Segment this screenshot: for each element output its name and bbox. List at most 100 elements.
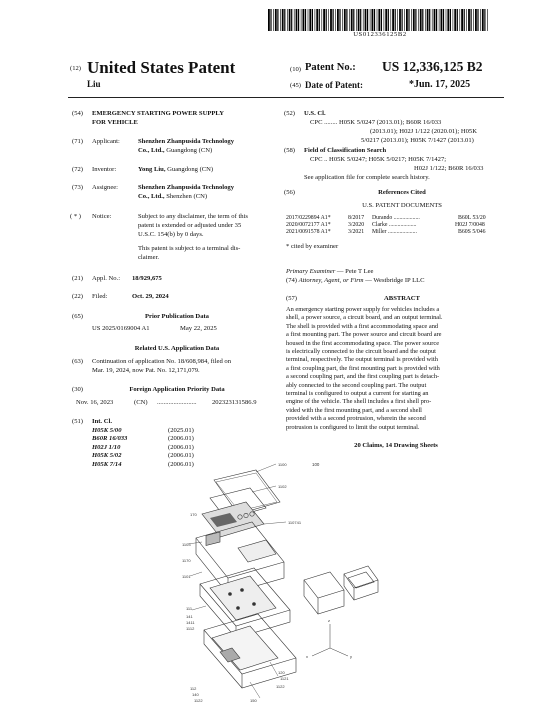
barcode-bar <box>321 9 323 31</box>
barcode-bar <box>406 9 408 31</box>
related-heading: Related U.S. Application Data <box>134 345 220 352</box>
barcode-bar <box>367 9 369 31</box>
ref-name: Durando .................. <box>372 215 420 221</box>
examiner-row: Primary Examiner — Pete T Lee <box>286 268 373 276</box>
barcode-bar <box>357 9 360 31</box>
fig-label: 120 <box>278 670 285 675</box>
abstract-body: An emergency starting power supply for v… <box>286 306 506 432</box>
inventor-code: (72) <box>72 166 83 173</box>
barcode-bar <box>332 9 334 31</box>
patent-no-code: (10) <box>290 66 301 73</box>
intcl-item-date: (2006.01) <box>168 452 194 460</box>
fig-label: 1112 <box>186 626 195 631</box>
attorney-row: (74) Attorney, Agent, or Firm — Westbrid… <box>286 277 425 285</box>
fig-label: 1102 <box>278 484 287 489</box>
applicant-name-2-row: Co., Ltd., Guangdong (CN) <box>138 147 212 155</box>
abstract-line: An emergency starting power supply for v… <box>286 306 440 313</box>
intcl-item-code: H05K 5/00 <box>92 427 122 434</box>
intcl-item-code: H02J 1/10 <box>92 443 121 451</box>
intcl-item-date: (2006.01) <box>168 443 194 451</box>
barcode-bar <box>349 9 350 31</box>
field-line-1: CPC .. H05K 5/0247; H05K 5/0217; H05K 7/… <box>310 156 447 163</box>
terminal-cap <box>343 565 379 601</box>
abstract-line: The shell is provided with a first accom… <box>286 322 439 330</box>
barcode-bar <box>447 9 450 31</box>
abstract-line: is electrically connected to the circuit… <box>286 348 436 356</box>
inventor-label: Inventor: <box>92 166 117 173</box>
abstract-line: vided with the first mounting part, and … <box>286 406 422 414</box>
barcode-bar <box>408 9 410 31</box>
barcode-bar <box>445 9 447 31</box>
main-housing <box>195 521 285 595</box>
barcode-bar <box>452 9 454 31</box>
barcode-bar <box>376 9 378 31</box>
barcode-bar <box>293 9 295 31</box>
barcode-bar <box>475 9 477 31</box>
intcl-item-code: H05K 7/14 <box>92 460 122 468</box>
barcode-bar <box>459 9 461 31</box>
filed-date: Oct. 29, 2024 <box>132 293 169 300</box>
abstract-line: housed in the first accommodating space.… <box>286 339 440 347</box>
ref-class: H02J 7/0048 <box>455 222 485 229</box>
notice-line-2: patent is extended or adjusted under 35 <box>138 222 242 229</box>
barcode-bar <box>316 9 319 31</box>
ref-date: 8/2017 <box>348 215 365 221</box>
terminal-disclaimer-2: claimer. <box>138 254 160 261</box>
fig-label: 1101 <box>182 574 191 579</box>
barcode-bar <box>461 9 463 31</box>
coordinate-axes <box>311 624 349 657</box>
assignee-location: Shenzhen (CN) <box>164 193 208 200</box>
barcode-bar <box>323 9 325 31</box>
notice-line-3: U.S.C. 154(b) by 0 days. <box>138 231 204 238</box>
barcode-bar <box>287 9 288 31</box>
fig-label: 140 <box>192 692 199 697</box>
continuation-line-1: Continuation of application No. 18/608,9… <box>92 358 231 365</box>
attorney-name: — Westbridge IP LLC <box>363 277 425 284</box>
barcode-bar <box>378 9 381 31</box>
terminal-disclaimer-1: This patent is subject to a terminal dis… <box>138 245 241 252</box>
abstract-line: engine of the vehicle. The shell include… <box>286 398 432 406</box>
ref-name: Clarke ................... <box>372 222 417 229</box>
uscl-code: (52) <box>284 110 295 117</box>
barcode-bar <box>463 9 465 31</box>
prior-pub-number: US 2025/0169004 A1 <box>92 325 150 332</box>
barcode-bar <box>418 9 419 31</box>
foreign-dots: ........................ <box>157 399 197 406</box>
barcode-bar <box>284 9 286 31</box>
barcode-bar <box>438 9 440 31</box>
barcode-bar <box>288 9 291 31</box>
barcode-bar <box>307 9 309 31</box>
notice-label: Notice: <box>92 213 112 220</box>
appl-number: 18/929,675 <box>132 275 162 282</box>
bottom-shell <box>203 613 297 689</box>
barcode-bar <box>380 9 382 31</box>
fig-label: 1170 <box>182 558 191 563</box>
field-label: Field of Classification Search <box>304 147 387 154</box>
kind-code-12: (12) <box>70 65 81 72</box>
barcode-bar <box>412 9 415 31</box>
barcode-bar <box>385 9 388 31</box>
barcode-bar <box>419 9 422 31</box>
fig-label: 150 <box>250 698 257 703</box>
uscl-label: U.S. Cl. <box>304 110 326 117</box>
refs-heading: References Cited <box>378 189 426 196</box>
ref-number: 2021/0091578 A1* <box>286 229 331 236</box>
fig-label: 1411 <box>186 620 195 625</box>
applicant-code: (71) <box>72 138 83 145</box>
barcode-bar <box>270 9 272 31</box>
barcode-bar <box>415 9 417 31</box>
attorney-code: (74) <box>286 277 297 284</box>
abstract-line: a first mounting part. The power source … <box>286 331 442 339</box>
barcode-bar <box>339 9 341 31</box>
abstract-line: terminal is configured to output a curre… <box>286 390 429 398</box>
barcode-bar <box>281 9 284 31</box>
applicant-name-1: Shenzhen Zhanpusida Technology <box>138 138 235 145</box>
barcode-bar <box>314 9 316 31</box>
assignee-name-2: Co., Ltd., <box>138 193 165 200</box>
abstract-line: a second coupling part, and the first co… <box>286 373 440 381</box>
intcl-item-code: B60R 16/033 <box>92 435 128 443</box>
barcode-bar <box>343 9 346 31</box>
fig-label: 110741 <box>288 520 302 525</box>
ref-date: 3/2020 <box>348 222 365 229</box>
barcode-bar <box>477 9 479 31</box>
